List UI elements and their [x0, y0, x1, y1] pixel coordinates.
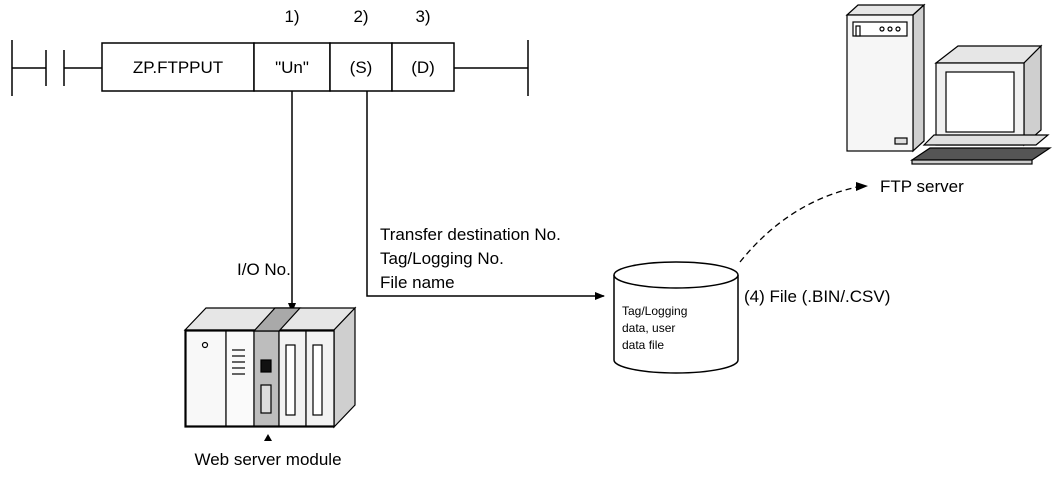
source-line-2: Tag/Logging No. [380, 249, 504, 268]
ftp-transfer-arrow [739, 185, 863, 263]
file-label: (4) File (.BIN/.CSV) [744, 287, 890, 306]
ladder-rung [11, 40, 529, 96]
ftp-arrowhead [856, 182, 868, 191]
source-line-1: Transfer destination No. [380, 225, 561, 244]
ftp-server-computer-icon [845, 3, 1052, 165]
web-server-module-label: Web server module [194, 450, 341, 469]
operand-un: "Un" [275, 58, 309, 77]
module-pointer-icon [264, 434, 272, 441]
cylinder-line-3: data file [622, 338, 664, 352]
operand-number-2: 2) [353, 7, 368, 26]
instruction-block [101, 42, 455, 92]
cylinder-line-2: data, user [622, 321, 675, 335]
web-server-module-icon [183, 306, 357, 429]
ftp-server-label: FTP server [880, 177, 964, 196]
operand-number-1: 1) [284, 7, 299, 26]
source-line-3: File name [380, 273, 455, 292]
cylinder-line-1: Tag/Logging [622, 304, 687, 318]
io-no-label: I/O No. [237, 260, 291, 279]
file-cylinder-icon [613, 261, 739, 374]
source-arrow [366, 91, 605, 300]
operand-s: (S) [350, 58, 373, 77]
operand-number-3: 3) [415, 7, 430, 26]
operand-d: (D) [411, 58, 435, 77]
instruction-name: ZP.FTPPUT [133, 58, 223, 77]
